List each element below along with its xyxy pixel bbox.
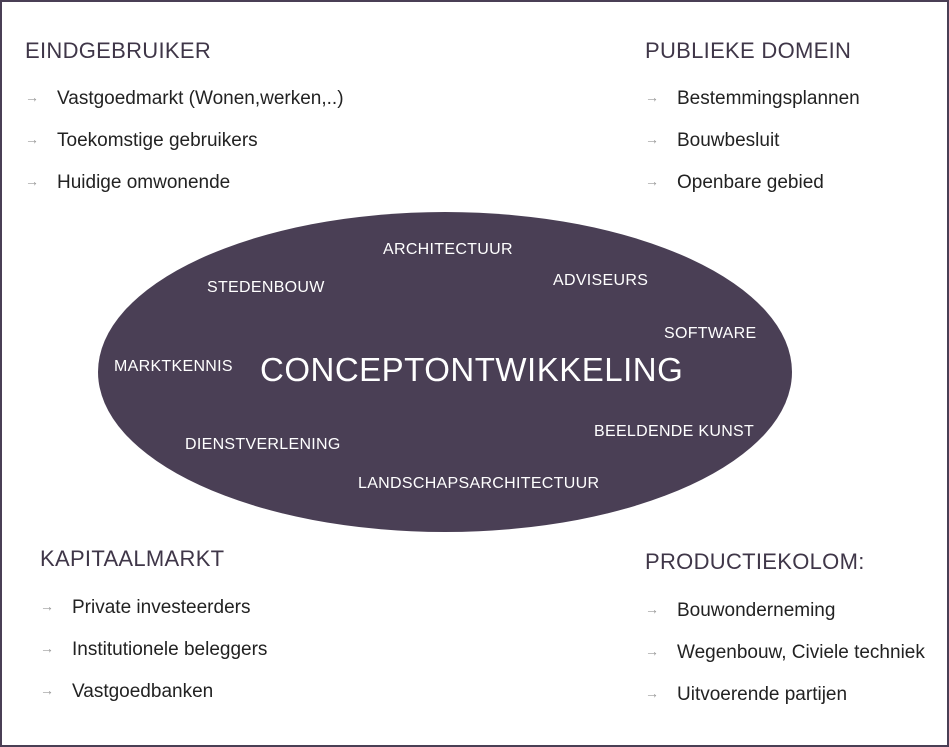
block-title: PRODUCTIEKOLOM: bbox=[645, 549, 865, 574]
list-item-label: Private investeerders bbox=[72, 597, 251, 618]
list-item: → Bestemmingsplannen bbox=[645, 88, 860, 109]
list-item: → Private investeerders bbox=[40, 597, 267, 618]
list-item: → Uitvoerende partijen bbox=[645, 684, 925, 705]
list-item: → Institutionele beleggers bbox=[40, 639, 267, 660]
ellipse-word-adviseurs: ADVISEURS bbox=[553, 272, 649, 289]
block-list: → Bestemmingsplannen → Bouwbesluit → Openba… bbox=[645, 88, 860, 193]
ellipse-word-landschapsarchitectuur: LANDSCHAPSARCHITECTUUR bbox=[358, 475, 600, 492]
list-item-label: Vastgoedbanken bbox=[72, 681, 214, 702]
center-label: CONCEPTONTWIKKELING bbox=[260, 351, 684, 388]
block-eindgebruiker: EINDGEBRUIKER → Vastgoedmarkt (Wonen,werk… bbox=[25, 38, 344, 193]
block-list: → Vastgoedmarkt (Wonen,werken,..) → Toekom… bbox=[25, 88, 344, 193]
arrow-right-icon: → bbox=[645, 89, 659, 105]
list-item-label: Bouwbesluit bbox=[677, 130, 780, 151]
ellipse-word-beeldende-kunst: BEELDENDE KUNST bbox=[594, 423, 755, 440]
arrow-right-icon: → bbox=[40, 598, 54, 614]
list-item-label: Bouwonderneming bbox=[677, 600, 836, 621]
list-item: → Toekomstige gebruikers bbox=[25, 130, 344, 151]
ellipse-word-software: SOFTWARE bbox=[664, 325, 757, 342]
block-list: → Private investeerders → Institutionele b… bbox=[40, 597, 267, 702]
list-item: → Bouwbesluit bbox=[645, 130, 860, 151]
block-title: EINDGEBRUIKER bbox=[25, 38, 212, 63]
arrow-right-icon: → bbox=[645, 643, 659, 659]
arrow-right-icon: → bbox=[645, 173, 659, 189]
list-item: → Vastgoedbanken bbox=[40, 681, 267, 702]
arrow-right-icon: → bbox=[645, 131, 659, 147]
block-title: KAPITAALMARKT bbox=[40, 546, 225, 571]
arrow-right-icon: → bbox=[645, 601, 659, 617]
ellipse-word-dienstverlening: DIENSTVERLENING bbox=[185, 436, 341, 453]
arrow-right-icon: → bbox=[25, 89, 39, 105]
ellipse-word-stedenbouw: STEDENBOUW bbox=[207, 279, 325, 296]
list-item-label: Vastgoedmarkt (Wonen,werken,..) bbox=[57, 88, 344, 109]
block-productiekolom: PRODUCTIEKOLOM: → Bouwonderneming → Wegenb… bbox=[645, 549, 925, 705]
arrow-right-icon: → bbox=[645, 685, 659, 701]
list-item-label: Openbare gebied bbox=[677, 172, 824, 193]
list-item-label: Institutionele beleggers bbox=[72, 639, 268, 660]
list-item-label: Toekomstige gebruikers bbox=[57, 130, 258, 151]
list-item-label: Uitvoerende partijen bbox=[677, 684, 848, 705]
block-list: → Bouwonderneming → Wegenbouw, Civiele tec… bbox=[645, 600, 925, 705]
block-kapitaalmarkt: KAPITAALMARKT → Private investeerders → In… bbox=[40, 546, 267, 702]
list-item: → Bouwonderneming bbox=[645, 600, 925, 621]
block-publieke-domein: PUBLIEKE DOMEIN → Bestemmingsplannen → Bou… bbox=[645, 38, 860, 193]
list-item: → Vastgoedmarkt (Wonen,werken,..) bbox=[25, 88, 344, 109]
list-item-label: Huidige omwonende bbox=[57, 172, 231, 193]
block-title: PUBLIEKE DOMEIN bbox=[645, 38, 852, 63]
list-item: → Wegenbouw, Civiele techniek bbox=[645, 642, 925, 663]
list-item: → Huidige omwonende bbox=[25, 172, 344, 193]
arrow-right-icon: → bbox=[40, 640, 54, 656]
arrow-right-icon: → bbox=[25, 131, 39, 147]
ellipse-word-marktkennis: MARKTKENNIS bbox=[114, 358, 233, 375]
list-item-label: Wegenbouw, Civiele techniek bbox=[677, 642, 925, 663]
list-item: → Openbare gebied bbox=[645, 172, 860, 193]
arrow-right-icon: → bbox=[25, 173, 39, 189]
arrow-right-icon: → bbox=[40, 682, 54, 698]
list-item-label: Bestemmingsplannen bbox=[677, 88, 860, 109]
ellipse-word-architectuur: ARCHITECTUUR bbox=[383, 241, 513, 258]
